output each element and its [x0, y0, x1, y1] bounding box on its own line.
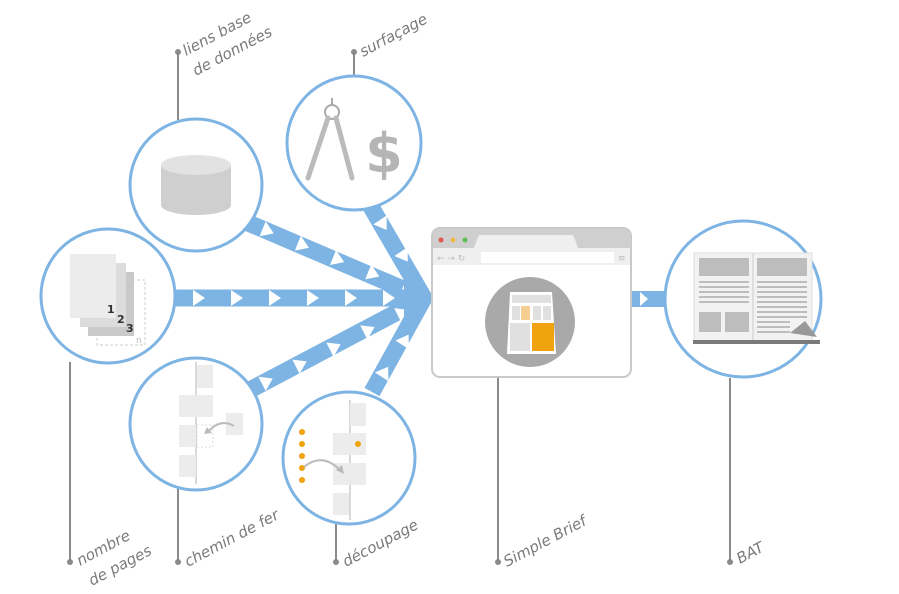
leader-lines	[69, 52, 731, 560]
arrow-chevron	[258, 376, 273, 392]
cutting-circle	[281, 390, 417, 526]
pages-stack-icon: 1 2 3 n	[70, 254, 146, 346]
arrow-chevron	[329, 250, 345, 265]
arrow-chevron	[395, 334, 409, 350]
arrow-chevron	[294, 235, 309, 251]
database-icon	[161, 155, 231, 215]
arrow-chevron	[269, 290, 281, 306]
leader-dots	[67, 49, 733, 565]
arrow-chevron	[640, 292, 648, 306]
arrow-chevron	[394, 247, 408, 262]
dollar-sign: $	[365, 122, 403, 185]
arrow-chevron	[259, 221, 274, 237]
arrow-chevron	[292, 359, 307, 374]
surfacing-circle	[285, 74, 423, 212]
label-bat: BAT	[733, 537, 768, 567]
svg-text:1: 1	[107, 303, 115, 316]
arrow-head	[404, 270, 436, 326]
flatplan-icon	[179, 362, 243, 484]
svg-text:≡: ≡	[618, 254, 626, 264]
arrow-chevron	[231, 290, 243, 306]
svg-text:← → ↻: ← → ↻	[437, 254, 465, 264]
arrow-chevron	[360, 325, 375, 340]
browser-layout-icon: ← → ↻ ≡	[431, 227, 632, 378]
arrow-chevron	[373, 215, 387, 230]
arrow-chevron	[383, 290, 395, 306]
arrow-chevron	[193, 290, 205, 306]
arrow-chevron	[374, 366, 389, 382]
arrow-chevron	[365, 264, 380, 280]
newspaper-icon	[693, 252, 820, 344]
svg-text:3: 3	[126, 322, 134, 335]
label-simple-brief: Simple Brief	[500, 511, 591, 571]
cutting-icon	[299, 400, 366, 520]
flow-arrow-out	[632, 291, 666, 307]
label-surfacing: surfaçage	[356, 10, 430, 61]
svg-text:n: n	[136, 336, 142, 346]
flow-arrows	[175, 200, 666, 400]
arrow-chevron	[345, 290, 357, 306]
svg-text:2: 2	[117, 313, 125, 326]
arrow-chevron	[326, 342, 341, 357]
arrow-chevron	[307, 290, 319, 306]
compass-dollar-icon: $	[305, 98, 403, 185]
label-flatplan: chemin de fer	[181, 505, 282, 570]
